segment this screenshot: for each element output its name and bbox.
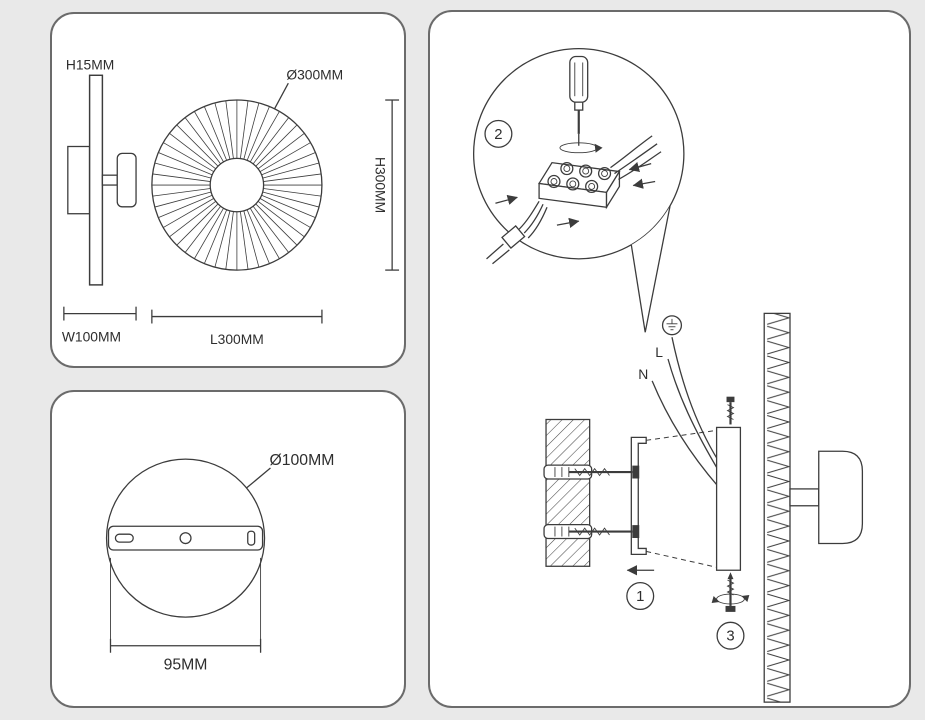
disc-edge-hatched <box>764 313 790 703</box>
installation-drawing: 2 L N <box>472 47 864 703</box>
bracket-bar <box>107 525 264 551</box>
disc-edge-hatched <box>88 74 104 286</box>
bottom-fixing-screw <box>711 572 750 612</box>
hole-spacing-label: 95MM <box>164 656 208 673</box>
step-1-badge: 1 <box>626 581 655 611</box>
thickness-label: H15MM <box>66 56 114 72</box>
lamp-side-view-installed <box>763 312 864 703</box>
panel-dimension-views: H15MM W100MM Ø300MM <box>50 12 406 368</box>
diameter-leader <box>273 82 289 110</box>
mounting-plate-drawing: Ø100MM 95MM <box>105 452 334 673</box>
terminal-block <box>538 161 621 210</box>
step-3-badge: 3 <box>716 621 745 650</box>
step-3-number: 3 <box>726 629 734 645</box>
step-2-badge: 2 <box>484 119 513 148</box>
alignment-dash-top <box>646 429 717 441</box>
disc-hub <box>209 157 265 213</box>
disc-pleats <box>151 100 322 271</box>
detail-wires <box>486 135 662 265</box>
mounting-screw-bottom <box>568 525 640 539</box>
bubble-tail-fill <box>631 206 670 333</box>
alignment-dash-bottom <box>646 550 717 568</box>
insertion-arrows <box>495 162 656 228</box>
width-label: W100MM <box>62 328 121 344</box>
cable-connector <box>501 225 526 249</box>
diameter-label: Ø300MM <box>286 66 343 82</box>
arm-side <box>101 174 118 186</box>
lamp-front-view: Ø300MM H300MM L300MM <box>151 66 400 347</box>
lamp-body <box>818 450 864 545</box>
lamp-back-plate <box>715 426 742 571</box>
lamp-arm <box>789 488 820 507</box>
hole-spacing-dimension: 95MM <box>109 557 262 673</box>
wire-live-label: L <box>655 344 663 360</box>
bracket-hole-center <box>179 532 192 545</box>
length-label: L300MM <box>210 331 264 347</box>
wiring-detail-bubble: 2 <box>472 47 685 333</box>
screwdriver-icon <box>559 55 603 154</box>
length-dimension: L300MM <box>151 309 323 347</box>
canopy-side <box>67 145 91 215</box>
bubble-tail <box>630 206 671 333</box>
width-dimension: W100MM <box>62 306 137 344</box>
detail-circle <box>472 47 685 260</box>
plate-diameter-leader <box>246 467 271 489</box>
step-2-number: 2 <box>494 127 502 143</box>
dimension-views-drawing: H15MM W100MM Ø300MM <box>62 56 400 347</box>
bracket-slot-left <box>114 533 134 543</box>
wall-section <box>543 418 593 567</box>
wire-neutral-label: N <box>638 366 648 382</box>
height-label: H300MM <box>373 157 389 213</box>
top-fixing-screw <box>726 396 735 425</box>
mounting-screw-top <box>568 465 640 479</box>
rotation-arrowhead <box>594 143 603 153</box>
lamp-body-side <box>116 152 137 208</box>
lamp-side-view: H15MM W100MM <box>62 56 137 344</box>
terminal-screws <box>547 161 612 194</box>
step-1-number: 1 <box>636 589 644 605</box>
panel-mounting-plate: Ø100MM 95MM <box>50 390 406 708</box>
panel-installation: 2 L N <box>428 10 911 708</box>
ground-terminal-icon <box>661 315 683 336</box>
supply-wires <box>651 337 722 488</box>
plate-diameter-label: Ø100MM <box>269 452 334 469</box>
bracket-slot-right <box>247 530 256 546</box>
wall-hatch <box>546 419 590 567</box>
height-dimension: H300MM <box>373 99 400 271</box>
